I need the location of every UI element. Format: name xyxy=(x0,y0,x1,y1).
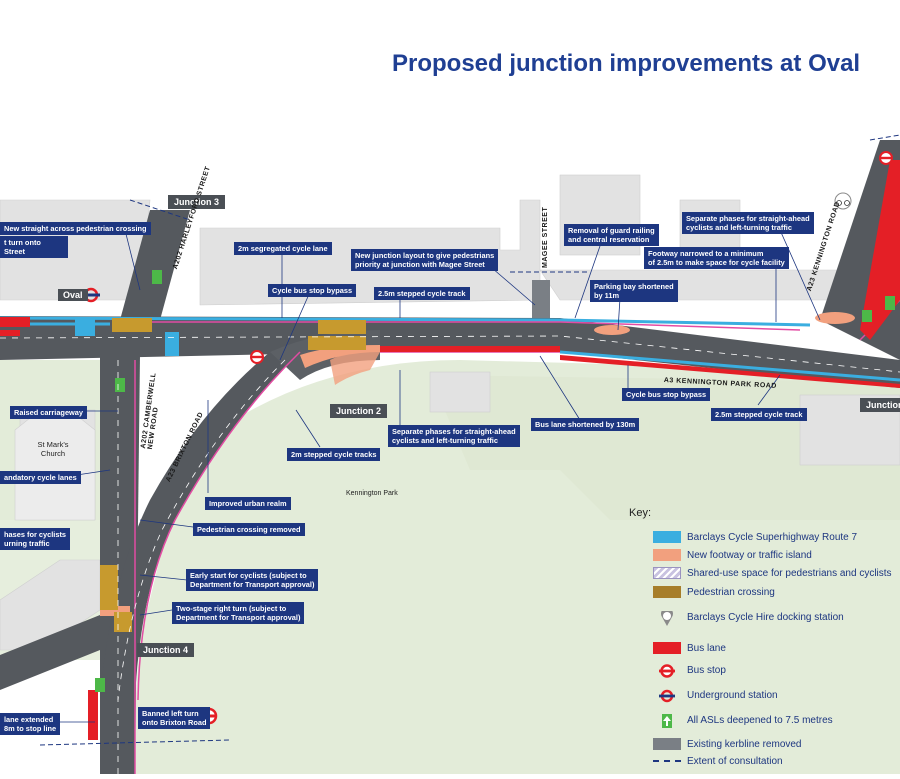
callout-raised-carriageway: Raised carriageway xyxy=(10,406,88,419)
callout-guard-railing: Removal of guard railing and central res… xyxy=(564,224,659,246)
magee-street xyxy=(532,280,550,318)
callout-ped-crossing-removed: Pedestrian crossing removed xyxy=(193,523,305,536)
key-item-label: Barclays Cycle Superhighway Route 7 xyxy=(687,531,858,543)
junction-3-tag: Junction 3 xyxy=(168,195,226,209)
key-item-label: Bus stop xyxy=(687,664,726,676)
cs7-oval-patch xyxy=(165,332,179,356)
key-item: Bus lane xyxy=(653,641,726,655)
callout-urban-realm: Improved urban realm xyxy=(205,497,291,510)
callout-phases-left: hases for cyclists urning traffic xyxy=(0,528,71,550)
callout-early-start: Early start for cyclists (subject to Dep… xyxy=(186,569,319,591)
callout-segregated: 2m segregated cycle lane xyxy=(234,242,332,255)
harleyford-street xyxy=(120,210,190,320)
asl-icon xyxy=(653,714,681,728)
key-item-label: Bus lane xyxy=(687,642,726,654)
callout-footway-narrowed: Footway narrowed to a minimum of 2.5m to… xyxy=(644,247,789,269)
new-footway xyxy=(100,312,855,616)
bus-stop-icon xyxy=(653,664,681,678)
cs7-swatch xyxy=(653,531,681,543)
callout-stepped-right: 2.5m stepped cycle track xyxy=(711,408,807,421)
lane-markings xyxy=(0,335,900,774)
street-magee: MAGEE STREET xyxy=(542,206,549,268)
underground-icon xyxy=(653,689,681,703)
junction-4-tag: Junction 4 xyxy=(137,643,195,657)
callout-separate-phases-mid: Separate phases for straight-ahead cycli… xyxy=(388,425,520,447)
callout-bus-lane-extended: lane extended 8m to stop line xyxy=(0,713,61,735)
key-item-label: All ASLs deepened to 7.5 metres xyxy=(687,714,833,726)
cycle-hire-stations xyxy=(834,192,852,210)
key-item: Extent of consultation xyxy=(653,754,783,768)
brixton-road xyxy=(100,352,300,700)
key-item-label: Underground station xyxy=(687,689,778,701)
key-item-label: Pedestrian crossing xyxy=(687,586,775,598)
junction-2-tag: Junction 2 xyxy=(330,404,388,418)
key-item-label: Shared-use space for pedestrians and cyc… xyxy=(687,567,892,579)
asl-markers xyxy=(95,270,895,692)
callout-new-straight: New straight across pedestrian crossing xyxy=(0,222,151,235)
key-item: Shared-use space for pedestrians and cyc… xyxy=(653,566,892,580)
footway-swatch xyxy=(653,549,681,561)
callout-bus-lane-shortened: Bus lane shortened by 130m xyxy=(531,418,640,431)
callout-separate-phases-top-right: Separate phases for straight-ahead cycli… xyxy=(682,212,814,234)
callout-stepped-top: 2.5m stepped cycle track xyxy=(374,287,470,300)
kerbline-swatch xyxy=(653,738,681,750)
bus-lanes xyxy=(0,160,900,740)
callout-banned-left: Banned left turn onto Brixton Road xyxy=(138,707,211,729)
key-item: Existing kerbline removed xyxy=(653,737,802,751)
junction-1-tag: Junction xyxy=(860,398,900,412)
key-item: All ASLs deepened to 7.5 metres xyxy=(653,713,833,728)
key-item: Underground station xyxy=(653,688,778,703)
key-item: Barclays Cycle Hire docking station xyxy=(653,607,844,626)
callout-cycle-bus-bypass-top: Cycle bus stop bypass xyxy=(268,284,357,297)
cycle-hire-icon xyxy=(653,607,681,626)
callout-parking-bay: Parking bay shortened by 11m xyxy=(590,280,678,302)
key-item: Bus stop xyxy=(653,663,726,678)
key-item-label: New footway or traffic island xyxy=(687,549,812,561)
cs7-oval-patch-2 xyxy=(75,318,95,336)
key-item-label: Existing kerbline removed xyxy=(687,738,802,750)
key-title: Key: xyxy=(629,507,652,519)
crossing-swatch xyxy=(653,586,681,598)
key-item-label: Extent of consultation xyxy=(687,755,783,767)
callout-new-junction-layout: New junction layout to give pedestrians … xyxy=(351,249,499,271)
callout-mandatory-cycle-lanes: andatory cycle lanes xyxy=(0,471,81,484)
key-item: Pedestrian crossing xyxy=(653,585,775,599)
church-label: St Mark's Church xyxy=(37,440,69,458)
callout-cycle-bus-bypass-right: Cycle bus stop bypass xyxy=(622,388,711,401)
extent-line xyxy=(653,760,681,762)
callout-leaders xyxy=(60,229,821,723)
page-title: Proposed junction improvements at Oval xyxy=(392,50,861,77)
key-item: Barclays Cycle Superhighway Route 7 xyxy=(653,530,857,544)
callout-stepped-2m: 2m stepped cycle tracks xyxy=(287,448,381,461)
ped-crossings xyxy=(100,318,366,632)
bus-lane-swatch xyxy=(653,642,681,654)
callout-two-stage: Two-stage right turn (subject to Departm… xyxy=(172,602,305,624)
oval-station-label: Oval xyxy=(58,289,88,301)
shared-swatch xyxy=(653,567,681,579)
key-item-label: Barclays Cycle Hire docking station xyxy=(687,611,844,623)
callout-banned-right: t turn onto Street xyxy=(0,236,68,258)
extent-lines xyxy=(39,134,900,746)
park-label: Kennington Park xyxy=(346,490,398,497)
key-item: New footway or traffic island xyxy=(653,548,812,562)
